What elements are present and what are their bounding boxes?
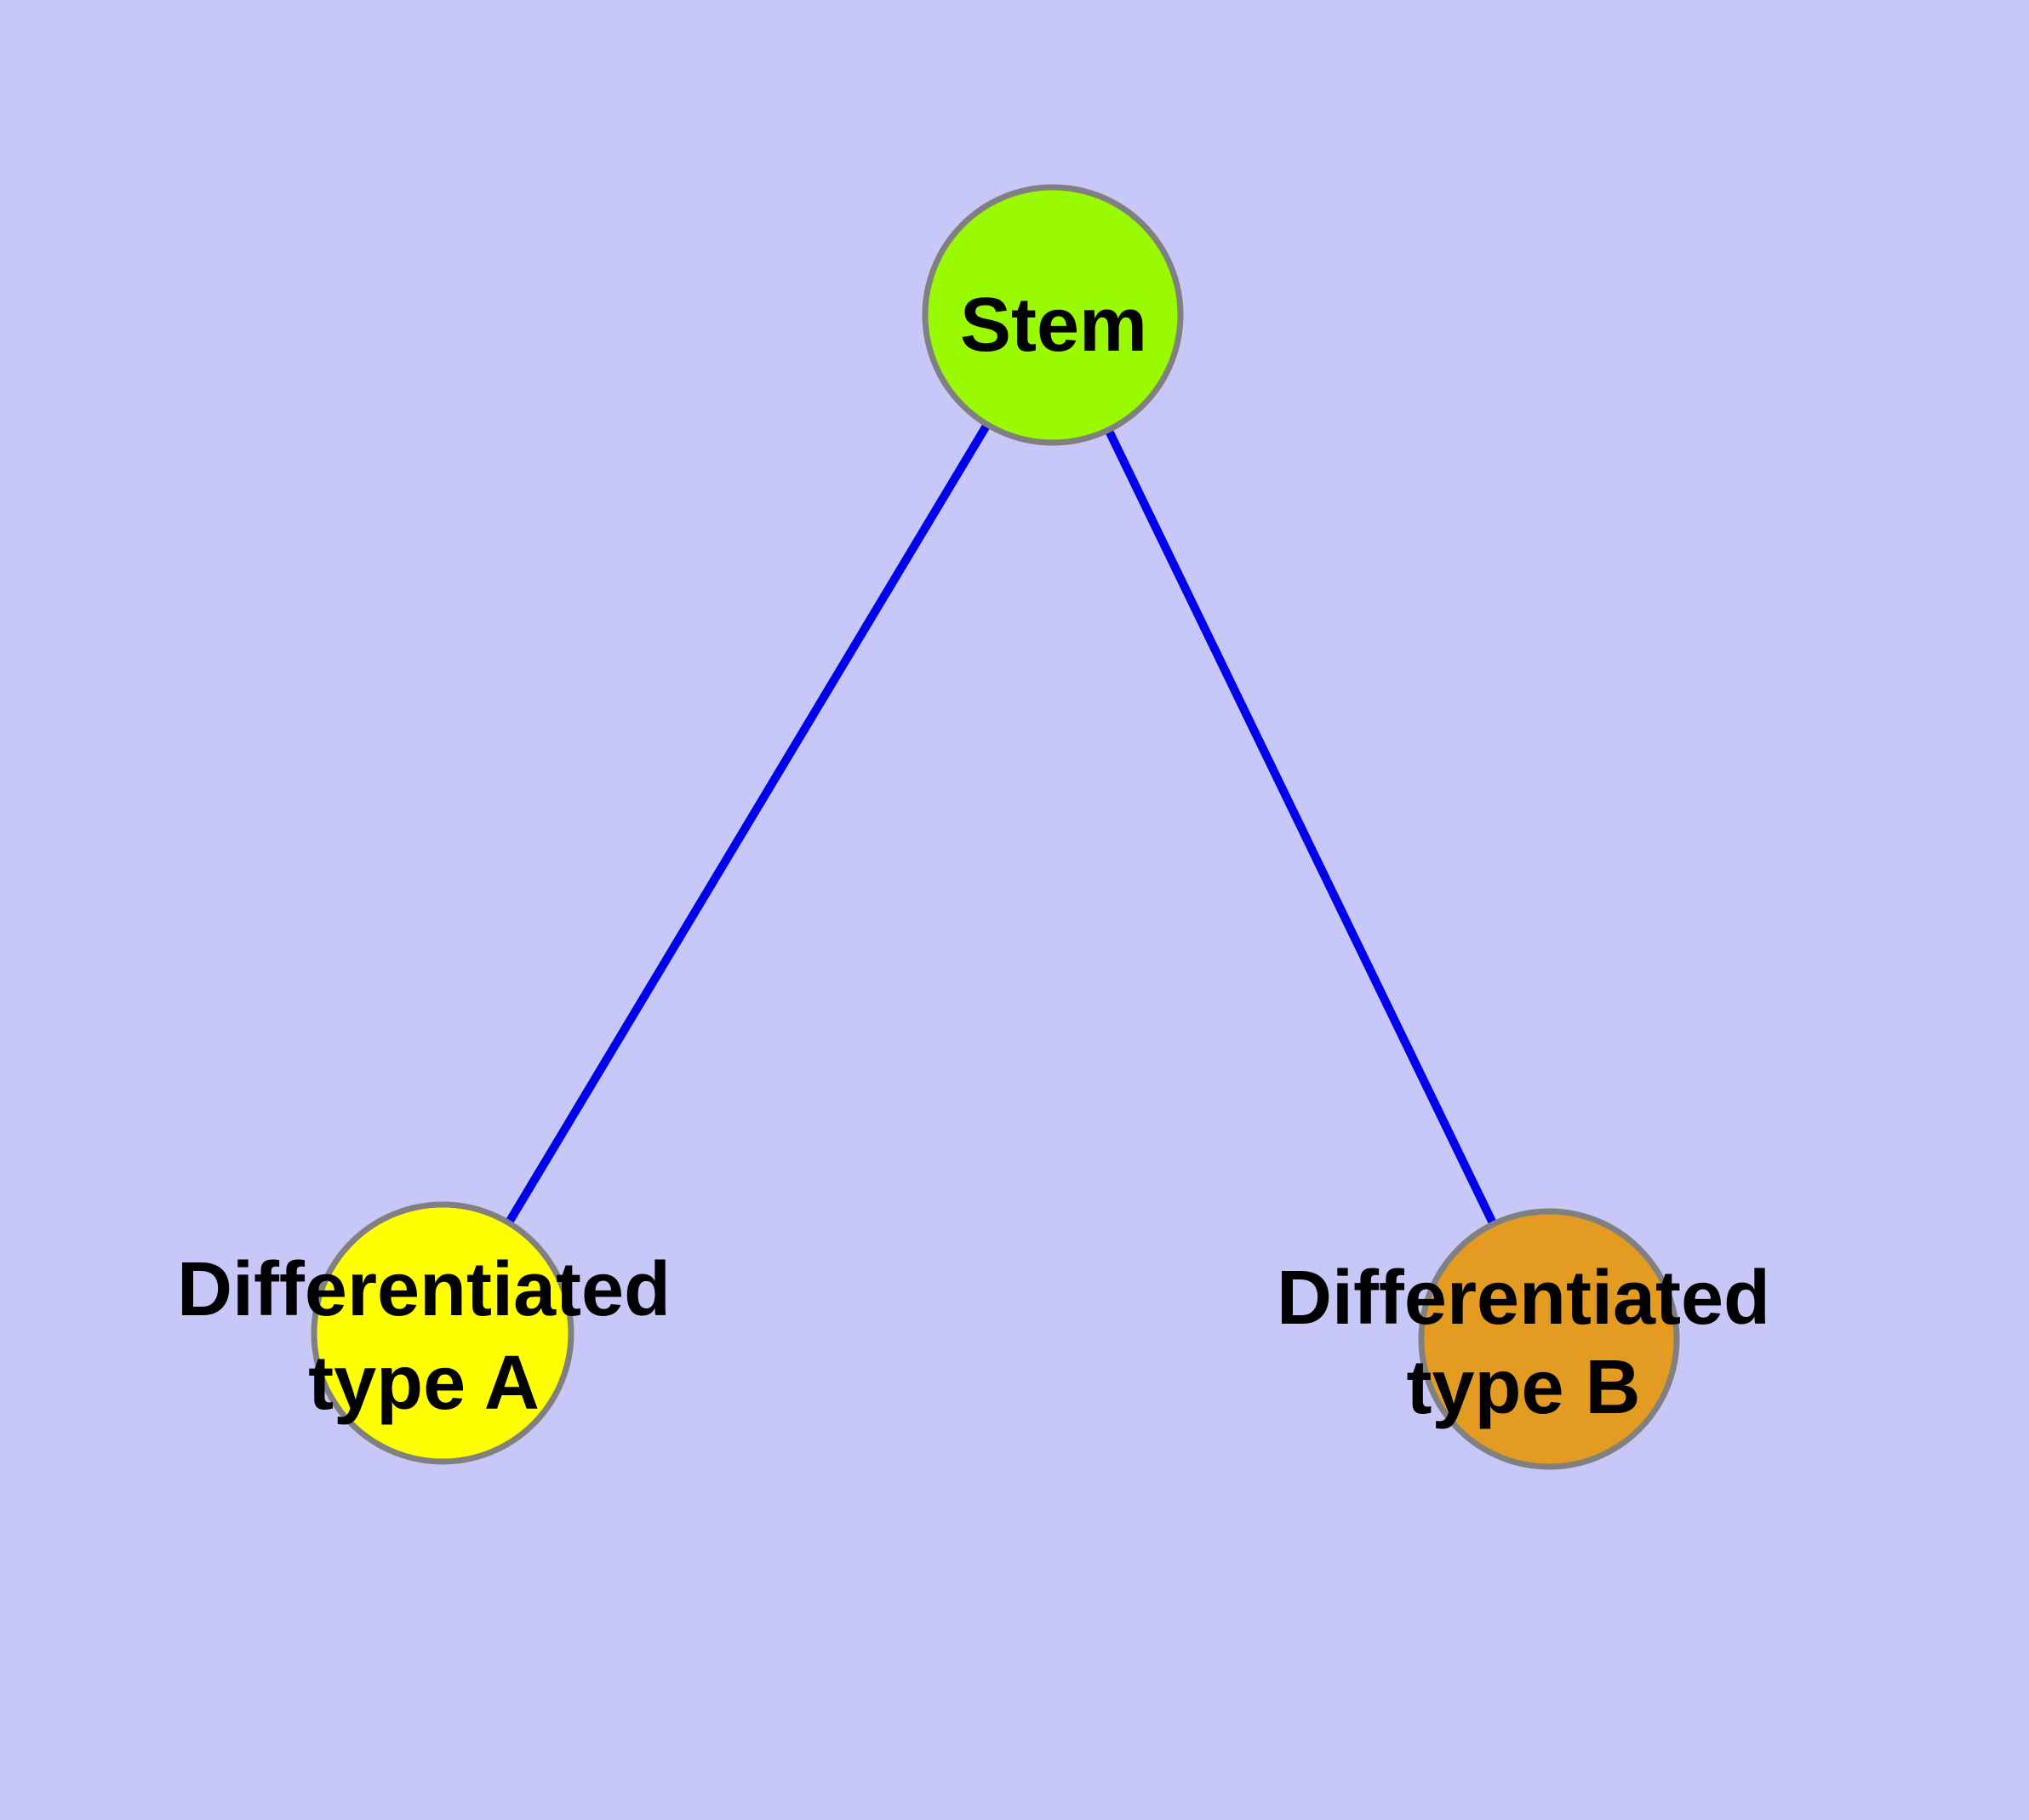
node-type-a[interactable] (311, 1201, 574, 1465)
node-type-b-label-line1: Differentiated (1277, 1256, 1770, 1341)
node-type-a-label-line2: type A (308, 1341, 540, 1426)
node-type-a-label-line1: Differentiated (177, 1247, 671, 1332)
node-type-b[interactable] (1418, 1208, 1680, 1470)
node-type-b-label-line2: type B (1406, 1345, 1640, 1430)
node-stem-label: Stem (960, 283, 1147, 368)
edge-stem-to-type-b[interactable] (1049, 312, 1553, 1342)
edge-stem-to-type-a[interactable] (438, 312, 1057, 1336)
node-stem[interactable] (922, 184, 1184, 446)
